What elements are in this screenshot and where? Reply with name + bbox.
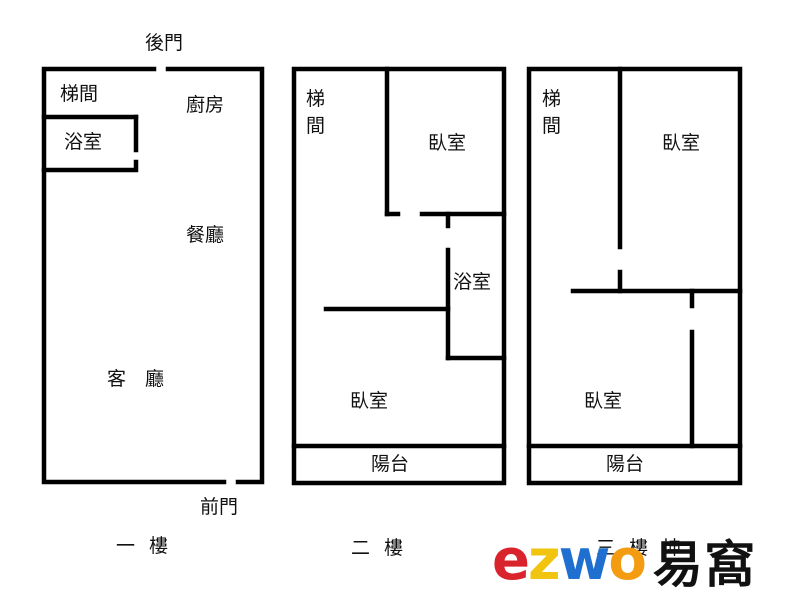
floor-3-stairs-label-top: 梯 <box>542 88 561 110</box>
floor-1-bathroom-wall <box>41 114 139 173</box>
ezwo-logo: ezwo 易窩 <box>492 528 757 595</box>
floor-3-plan: 梯 間 臥室 臥室 陽台 三 樓 坤 <box>526 66 743 559</box>
floor-1-kitchen-label: 廚房 <box>186 93 224 116</box>
floor-3-outer-wall <box>526 66 743 486</box>
floor-2-bathroom-label: 浴室 <box>453 271 491 293</box>
logo-cjk: 易窩 <box>652 536 757 594</box>
floor-3-balcony-label: 陽台 <box>606 453 644 475</box>
logo-letter-z: z <box>527 528 561 593</box>
floor-1-dining-label: 餐廳 <box>186 224 224 246</box>
floor-1-stairs-label: 梯間 <box>60 83 98 105</box>
floor-1-front-door-label: 前門 <box>200 496 238 518</box>
logo-latin: ezwo <box>492 533 647 589</box>
floor-1-living-label: 客 廳 <box>107 368 164 390</box>
floor-3-bedroom-b-label: 臥室 <box>584 390 622 412</box>
floor-1-bathroom-label: 浴室 <box>64 131 102 153</box>
floor-1-title: 一 樓 <box>116 535 172 557</box>
floor-3-bedroom-a-label: 臥室 <box>662 132 700 154</box>
floor-2-stairs-label-bottom: 間 <box>306 115 325 137</box>
floor-2-bedroom-b-label: 臥室 <box>350 390 388 412</box>
floor-2-plan: 梯 間 臥室 浴室 臥室 陽台 二 樓 <box>291 66 507 559</box>
floor-1-back-door-label: 後門 <box>145 32 183 54</box>
floor-1-plan: 後門 梯間 廚房 浴室 餐廳 客 廳 前門 一 樓 <box>41 32 265 557</box>
floor-2-bedroom-a-label: 臥室 <box>428 132 466 154</box>
logo-letter-o: o <box>608 528 647 593</box>
floor-3-title: 三 樓 坤 <box>596 537 685 559</box>
floor-2-title: 二 樓 <box>351 537 407 559</box>
logo-letter-e: e <box>492 528 530 593</box>
floor-2-balcony-label: 陽台 <box>371 453 409 475</box>
floor-3-stairs-label-bottom: 間 <box>542 115 561 137</box>
floor-1-outer-wall <box>41 66 265 485</box>
floor-2-stairs-label-top: 梯 <box>306 88 325 110</box>
floor-2-outer-wall <box>291 66 507 486</box>
logo-letter-w: w <box>558 528 611 593</box>
